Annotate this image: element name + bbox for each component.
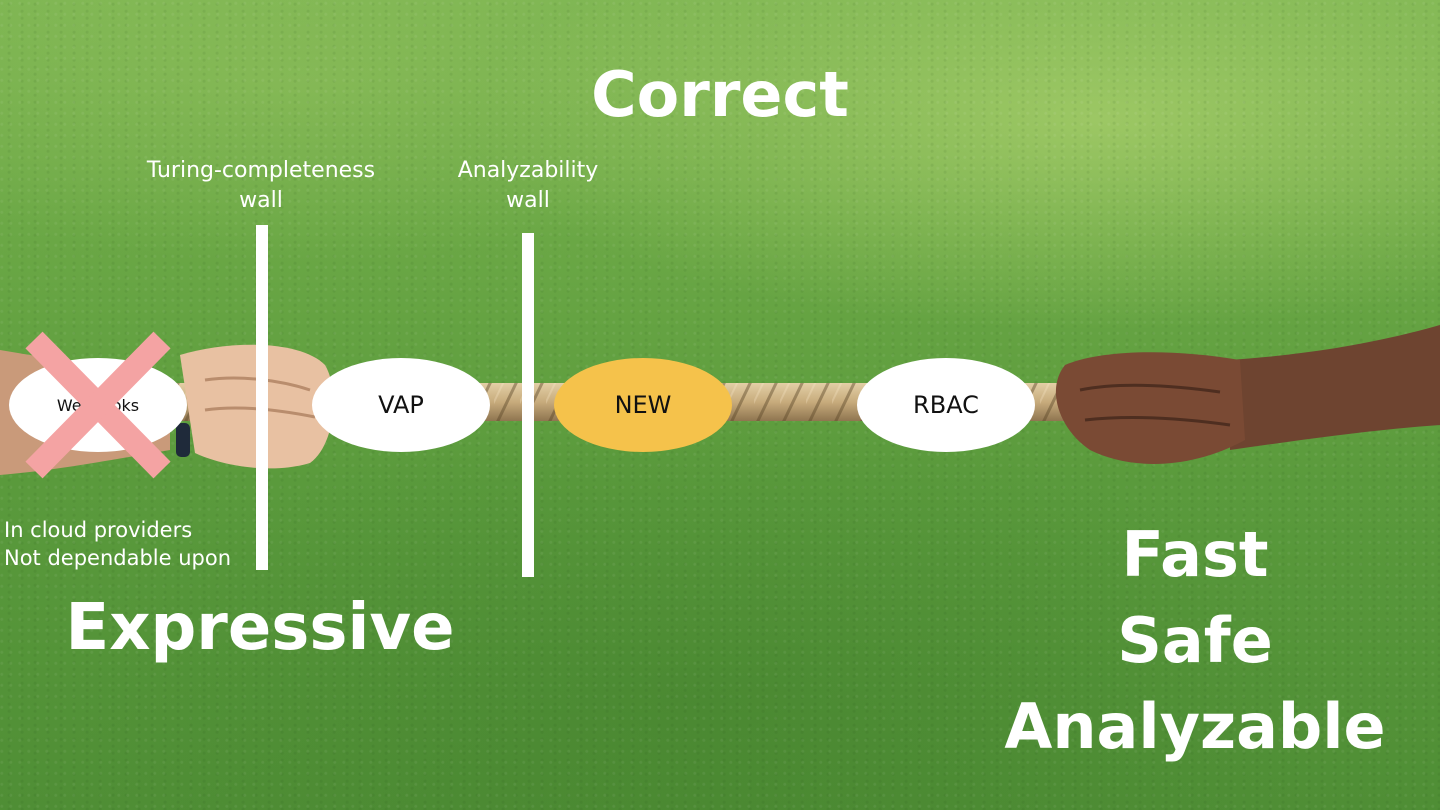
fast-title: Fast xyxy=(1121,518,1269,591)
correct-title: Correct xyxy=(591,58,849,131)
turing-wall-label-line2: wall xyxy=(239,188,283,213)
right-titles: Fast Safe Analyzable xyxy=(960,512,1430,770)
expressive-title: Expressive xyxy=(65,591,455,665)
vap-node: VAP xyxy=(312,358,490,452)
analyzable-title: Analyzable xyxy=(1004,690,1386,763)
x-mark-icon xyxy=(25,331,171,479)
webhooks-note: In cloud providers Not dependable upon xyxy=(4,516,231,572)
right-hand-image xyxy=(1055,325,1440,464)
rbac-node: RBAC xyxy=(857,358,1035,452)
safe-title: Safe xyxy=(1117,604,1273,677)
turing-wall-label-line1: Turing-completeness xyxy=(146,158,376,183)
turing-wall-label: Turing-completeness wall xyxy=(120,156,402,216)
analyzability-wall xyxy=(522,233,534,577)
analyzability-wall-label: Analyzability wall xyxy=(438,156,618,216)
new-node: NEW xyxy=(554,358,732,452)
analyzability-wall-label-line1: Analyzability xyxy=(457,158,599,183)
note-line-2: Not dependable upon xyxy=(4,546,232,570)
analyzability-wall-label-line2: wall xyxy=(506,188,550,213)
turing-completeness-wall xyxy=(256,225,268,570)
note-line-1: In cloud providers xyxy=(4,518,193,542)
